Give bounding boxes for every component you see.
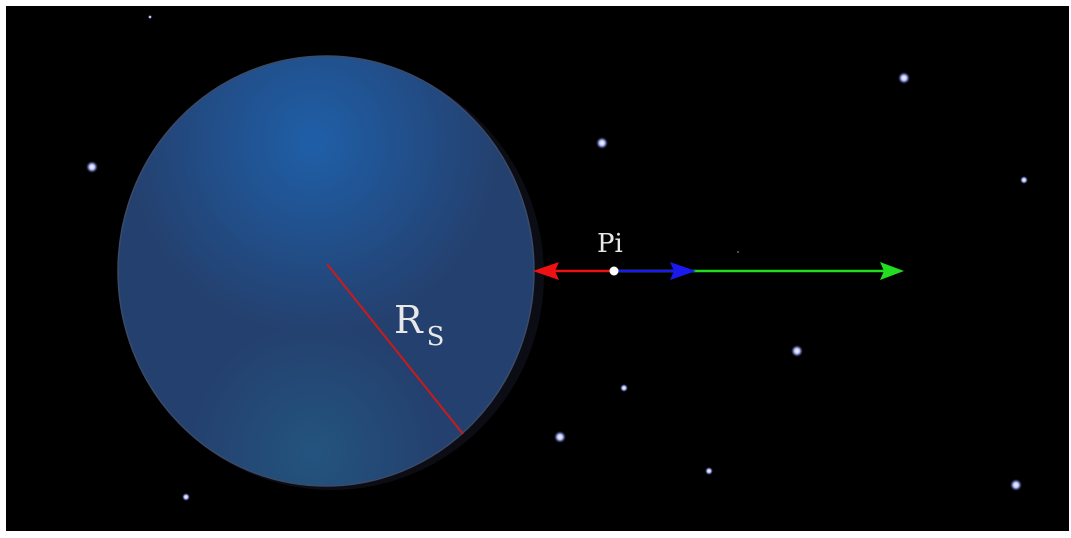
star-icon bbox=[1010, 479, 1022, 491]
star-icon bbox=[737, 251, 739, 253]
star-icon bbox=[620, 384, 628, 392]
star-icon bbox=[898, 72, 910, 84]
red-arrowhead-icon bbox=[533, 262, 559, 280]
blue-arrowhead-icon bbox=[670, 262, 696, 280]
planet-highlight-bottom bbox=[118, 56, 534, 486]
star-field bbox=[86, 15, 1028, 501]
star-icon bbox=[86, 161, 98, 173]
star-icon bbox=[554, 431, 566, 443]
radius-line bbox=[326, 263, 464, 435]
point-label: Pi bbox=[597, 229, 623, 259]
radius-label-main: R bbox=[394, 298, 424, 342]
star-icon bbox=[705, 467, 713, 475]
star-icon bbox=[596, 137, 608, 149]
vector-arrows bbox=[533, 262, 904, 280]
star-icon bbox=[1020, 176, 1028, 184]
star-icon bbox=[148, 15, 152, 19]
star-icon bbox=[791, 345, 803, 357]
green-arrowhead-icon bbox=[880, 262, 904, 280]
point-marker bbox=[609, 266, 619, 276]
star-icon bbox=[182, 493, 190, 501]
planet-sphere bbox=[117, 55, 544, 490]
radius-label-subscript: S bbox=[427, 322, 445, 352]
